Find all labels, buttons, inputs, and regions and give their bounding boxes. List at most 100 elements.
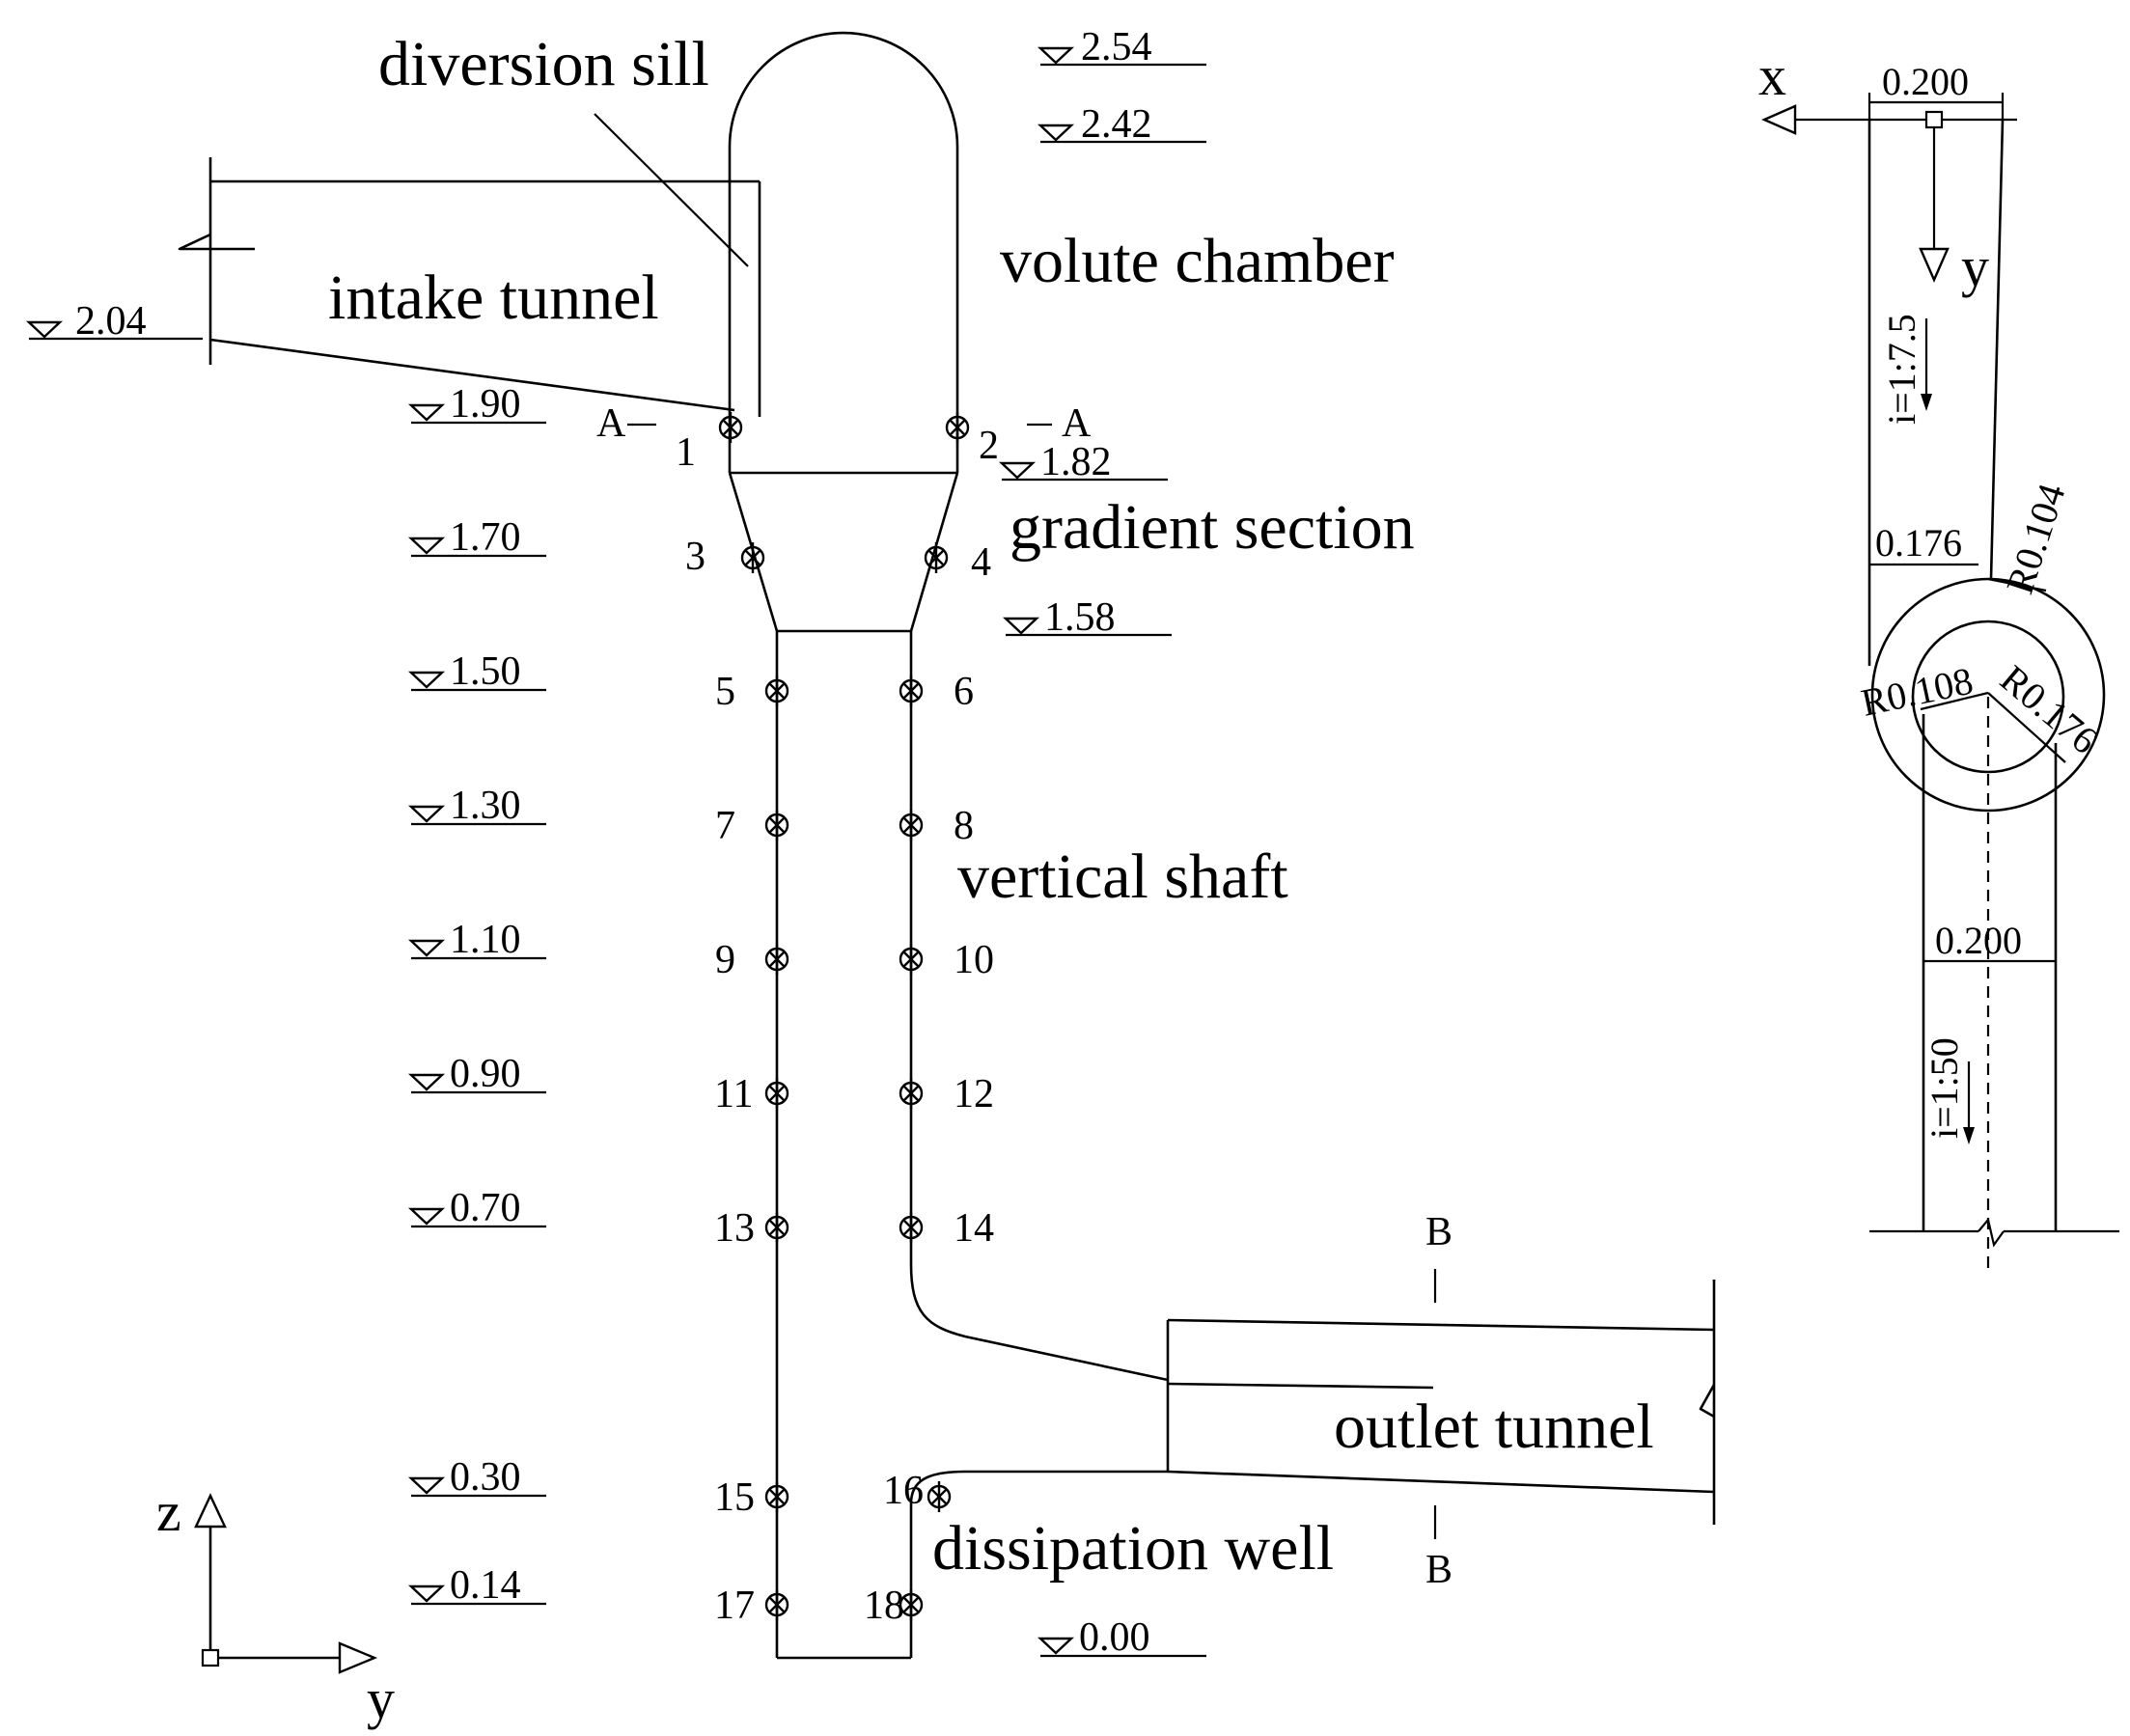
elevation-marker: 0.90 [409, 1052, 546, 1096]
svg-text:10: 10 [954, 938, 994, 982]
svg-text:R0.176: R0.176 [1992, 656, 2106, 761]
plan-view: x y 0.200 i=1:7.5 [1758, 44, 2119, 1272]
plan-y-axis-label: y [1961, 235, 1989, 298]
elevation-marker: 1.70 [409, 515, 546, 560]
measuring-point: 1 [676, 410, 743, 475]
svg-text:1.82: 1.82 [1040, 440, 1112, 484]
measuring-point: 18 [864, 1584, 924, 1628]
measuring-point: 3 [685, 535, 765, 579]
elevation-marker: 1.82 [1000, 440, 1168, 484]
elevation-marker: 0.30 [409, 1455, 546, 1500]
elevation-marker: 1.30 [409, 784, 546, 828]
measuring-point: 12 [899, 1072, 994, 1116]
svg-text:1.58: 1.58 [1044, 595, 1116, 640]
svg-text:0.200: 0.200 [1882, 60, 1969, 103]
x-axis-label: x [1758, 44, 1786, 107]
svg-text:5: 5 [715, 670, 735, 714]
elevation-marker: 2.04 [27, 299, 203, 344]
section-a-left: A [596, 401, 626, 446]
outlet-tunnel-label: outlet tunnel [1334, 1392, 1654, 1462]
svg-text:1: 1 [676, 430, 696, 475]
width-176-dimension: 0.176 [1869, 521, 1978, 566]
svg-text:0.176: 0.176 [1875, 521, 1962, 565]
section-b-markers: B B [1425, 1210, 1452, 1592]
measuring-point: 13 [714, 1206, 789, 1251]
svg-text:0.200: 0.200 [1935, 919, 2022, 962]
measuring-point: 7 [715, 804, 789, 848]
elevation-view: A A B B diversion sill intake tunnel vol… [27, 25, 1716, 1730]
elevation-marker: 1.90 [409, 382, 546, 427]
intake-tunnel-label: intake tunnel [328, 262, 659, 333]
top-width-dimension: 0.200 [1867, 60, 2005, 120]
measuring-point: 2 [945, 410, 999, 468]
svg-text:2.54: 2.54 [1081, 25, 1152, 69]
vertical-shaft-label: vertical shaft [957, 841, 1288, 912]
svg-text:1.10: 1.10 [450, 918, 521, 962]
measuring-point: 5 [715, 670, 789, 714]
svg-text:9: 9 [715, 938, 735, 982]
zy-axes: z y [156, 1480, 395, 1730]
section-a-markers: A A [596, 401, 1092, 446]
measuring-point: 11 [714, 1072, 789, 1116]
measuring-point: 14 [899, 1206, 994, 1251]
intake-tunnel [178, 157, 761, 417]
z-axis-label: z [156, 1480, 181, 1543]
svg-text:1.90: 1.90 [450, 382, 521, 427]
section-b-top: B [1425, 1210, 1452, 1254]
diversion-sill-leader [594, 113, 749, 267]
elevation-marker: 2.54 [1038, 25, 1206, 69]
measuring-point: 9 [715, 938, 789, 982]
plan-volute-outline [1867, 119, 2119, 1272]
measuring-point: 4 [924, 540, 991, 585]
measuring-point: 16 [883, 1469, 952, 1514]
volute-chamber [728, 31, 959, 475]
bottom-width-dimension: 0.200 [1923, 919, 2056, 963]
svg-text:3: 3 [685, 535, 705, 579]
slope-top: i=1:7.5 [1880, 314, 1932, 425]
elevation-marker: 0.70 [409, 1186, 546, 1230]
measuring-point: 17 [714, 1584, 789, 1628]
svg-text:0.70: 0.70 [450, 1186, 521, 1230]
section-b-bottom: B [1425, 1548, 1452, 1592]
svg-text:18: 18 [864, 1584, 904, 1628]
svg-text:16: 16 [883, 1469, 924, 1513]
radius-104: R0.104 [1987, 479, 2074, 599]
svg-text:14: 14 [954, 1206, 994, 1251]
elevation-markers: 2.54 2.42 2.04 1.90 1.82 1.70 1.58 1.50 … [27, 25, 1206, 1660]
svg-text:1.30: 1.30 [450, 784, 521, 828]
measuring-points: 1 2 3 4 5 6 7 8 9 10 11 12 13 14 15 16 1… [676, 410, 999, 1628]
section-a-right: A [1062, 401, 1092, 446]
dissipation-well-label: dissipation well [932, 1513, 1334, 1584]
svg-text:0.00: 0.00 [1079, 1615, 1150, 1660]
elevation-marker: 0.00 [1038, 1615, 1206, 1660]
svg-text:1.70: 1.70 [450, 515, 521, 560]
svg-text:13: 13 [714, 1206, 755, 1251]
svg-text:2.04: 2.04 [75, 299, 147, 344]
svg-text:1.50: 1.50 [450, 649, 521, 694]
elevation-marker: 2.42 [1038, 102, 1206, 147]
svg-text:0.90: 0.90 [450, 1052, 521, 1096]
svg-text:15: 15 [714, 1475, 755, 1520]
xy-axes: x y [1758, 44, 2017, 298]
svg-text:12: 12 [954, 1072, 994, 1116]
svg-text:2.42: 2.42 [1081, 102, 1152, 147]
slope-bottom: i=1:50 [1923, 1037, 1975, 1144]
svg-text:i=1:7.5: i=1:7.5 [1880, 314, 1923, 425]
svg-text:0.30: 0.30 [450, 1455, 521, 1500]
svg-text:11: 11 [714, 1072, 753, 1116]
radius-176: R0.176 [1987, 656, 2107, 763]
elevation-marker: 1.58 [1004, 595, 1172, 640]
svg-text:2: 2 [979, 424, 999, 468]
svg-text:6: 6 [954, 670, 974, 714]
svg-text:0.14: 0.14 [450, 1563, 521, 1608]
outlet-tunnel [1166, 1280, 1716, 1525]
elevation-marker: 0.14 [409, 1563, 546, 1608]
measuring-point: 15 [714, 1475, 789, 1520]
svg-text:4: 4 [971, 540, 991, 585]
measuring-point: 8 [899, 804, 974, 848]
measuring-point: 6 [899, 670, 974, 714]
svg-text:R0.104: R0.104 [1998, 479, 2074, 599]
svg-text:i=1:50: i=1:50 [1923, 1037, 1966, 1139]
measuring-point: 10 [899, 938, 994, 982]
